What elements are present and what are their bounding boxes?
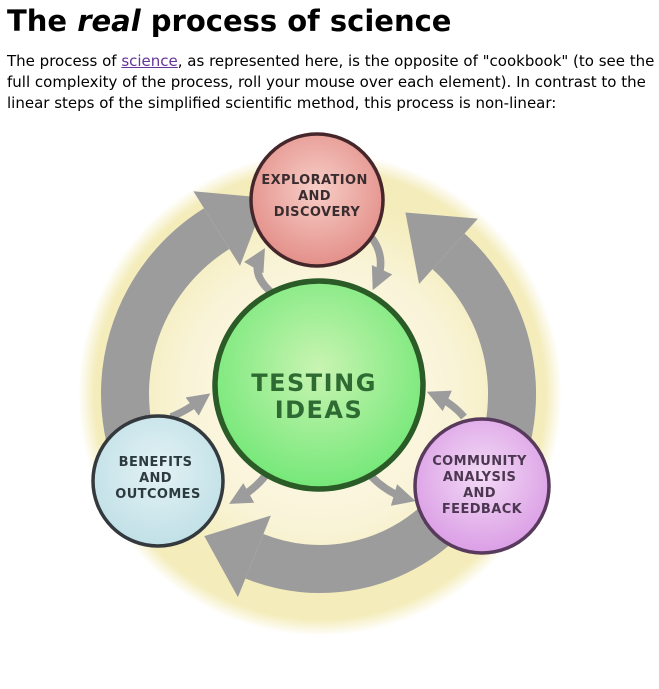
outer-arrow-bottom-arc	[245, 500, 461, 594]
title-post: process of science	[140, 4, 452, 38]
intro-text-before-link: The process of	[7, 52, 122, 71]
science-link[interactable]: science	[121, 52, 178, 71]
node-exploration-discovery-label: EXPLORATION AND DISCOVERY	[261, 173, 372, 220]
arrow-benefits-to-testing	[169, 393, 211, 421]
node-community-analysis-feedback-circle	[413, 417, 551, 556]
arrow-exploration-to-testing	[368, 236, 393, 291]
inner-exchange-arrows	[169, 236, 467, 507]
arrow-testing-to-exploration	[243, 248, 275, 297]
node-exploration-discovery[interactable]: EXPLORATION AND DISCOVERY	[249, 132, 385, 269]
arrow-testing-to-benefits	[229, 472, 269, 505]
intro-text-after-link: , as represented here, is the opposite o…	[7, 52, 655, 113]
node-community-analysis-feedback-label: COMMUNITY ANALYSIS AND FEEDBACK	[432, 454, 532, 517]
outer-arrow-bottom-head	[204, 515, 271, 598]
node-testing-ideas-circle	[212, 278, 426, 493]
node-benefits-outcomes[interactable]: BENEFITS AND OUTCOMES	[91, 414, 225, 549]
title-pre: The	[7, 4, 78, 38]
outer-arrow-left-head	[193, 191, 266, 267]
page-title: The real process of science	[7, 4, 659, 38]
node-community-analysis-feedback[interactable]: COMMUNITY ANALYSIS AND FEEDBACK	[413, 417, 551, 556]
node-exploration-discovery-circle	[249, 132, 385, 269]
arrow-community-to-testing	[426, 391, 467, 420]
node-testing-ideas-label: TESTING IDEAS	[251, 369, 387, 424]
outer-arrow-right-head	[405, 212, 478, 285]
node-benefits-outcomes-label: BENEFITS AND OUTCOMES	[115, 455, 200, 502]
intro-paragraph: The process of science, as represented h…	[7, 51, 657, 114]
arrow-testing-to-community	[367, 472, 416, 507]
node-testing-ideas[interactable]: TESTING IDEAS	[212, 278, 426, 493]
science-process-diagram: TESTING IDEAS EXPLORATION AND DISCOVERY …	[78, 132, 562, 637]
node-benefits-outcomes-circle	[91, 414, 225, 549]
title-emphasis: real	[77, 4, 141, 38]
